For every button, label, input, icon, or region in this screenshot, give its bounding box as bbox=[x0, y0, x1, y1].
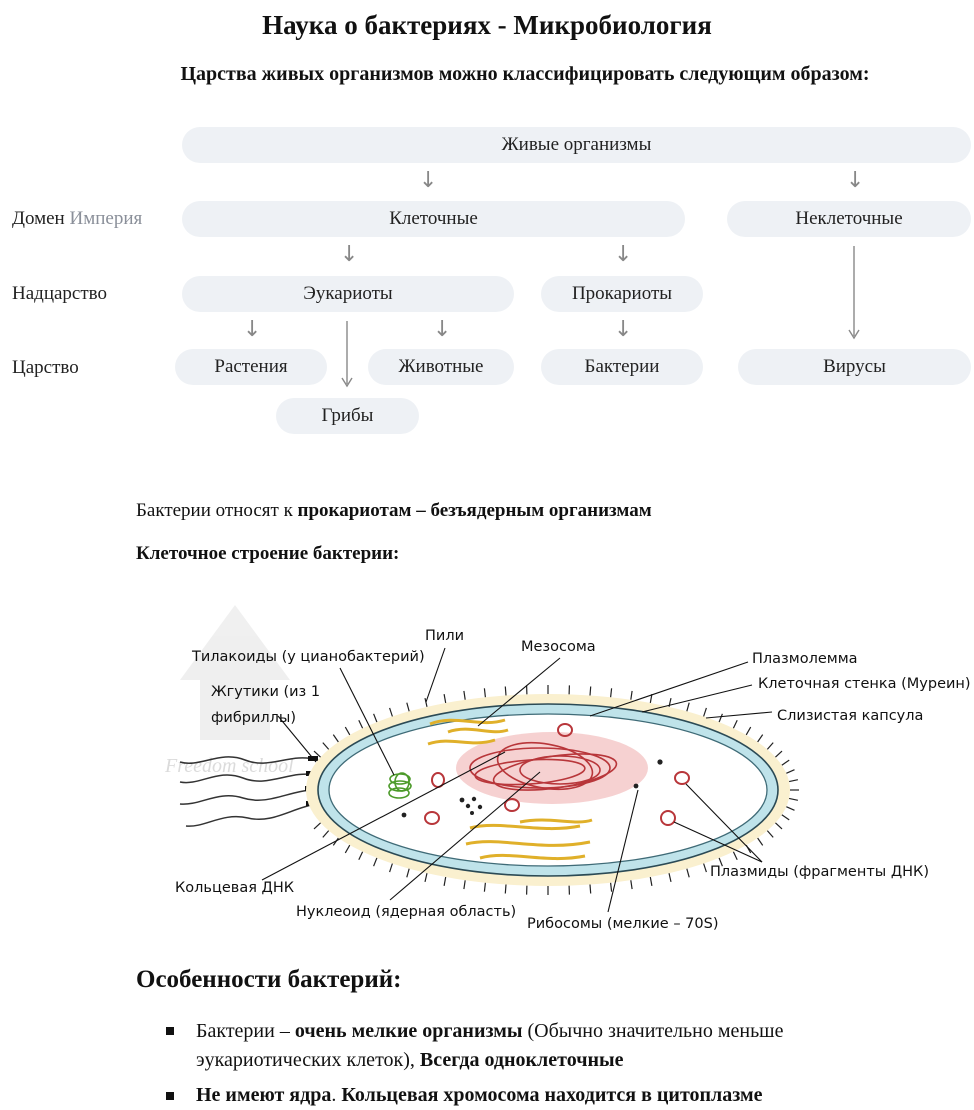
pilus bbox=[789, 798, 798, 800]
pilus bbox=[767, 743, 773, 750]
pilus bbox=[390, 864, 393, 873]
tree-long-arrows bbox=[0, 0, 974, 440]
pilus bbox=[758, 735, 763, 742]
pilus bbox=[719, 714, 722, 722]
pilus bbox=[631, 880, 632, 889]
feature-item-2: Не имеют ядра. Кольцевая хромосома наход… bbox=[196, 1081, 763, 1110]
pilus bbox=[786, 807, 794, 811]
pilus bbox=[374, 858, 377, 866]
structure-heading: Клеточное строение бактерии: bbox=[136, 543, 399, 565]
pilus bbox=[704, 864, 707, 873]
label-plasmids: Плазмиды (фрагменты ДНК) bbox=[710, 864, 929, 880]
pilus bbox=[775, 823, 782, 829]
pilus bbox=[758, 838, 763, 845]
pilus bbox=[775, 751, 782, 757]
pilus bbox=[323, 831, 329, 838]
pilus bbox=[390, 708, 393, 717]
label-pili: Пили bbox=[425, 628, 464, 644]
label-flagella-line1: Жгутики (из 1 bbox=[211, 684, 320, 700]
pilus bbox=[484, 883, 485, 892]
pilus bbox=[789, 780, 798, 782]
pilus bbox=[444, 694, 446, 703]
pilus bbox=[611, 688, 612, 697]
features-heading: Особенности бактерий: bbox=[136, 966, 401, 994]
pilus bbox=[333, 735, 338, 742]
pilus bbox=[345, 727, 350, 735]
pilus bbox=[733, 720, 737, 728]
bullet-square-icon bbox=[166, 1027, 174, 1035]
pilus bbox=[505, 885, 506, 894]
pilus bbox=[359, 852, 363, 860]
pilus bbox=[782, 815, 789, 820]
watermark-text: Freedom school bbox=[164, 755, 294, 777]
pilus bbox=[323, 743, 329, 750]
label-capsule: Слизистая капсула bbox=[777, 708, 923, 724]
pilus bbox=[631, 691, 632, 700]
pilus bbox=[505, 687, 506, 696]
pilus bbox=[733, 852, 737, 860]
pilus bbox=[484, 688, 485, 697]
pilus bbox=[687, 869, 689, 878]
pilus bbox=[746, 727, 751, 735]
pilus bbox=[767, 831, 773, 838]
feature-item-1: Бактерии – очень мелкие организмы (Обычн… bbox=[196, 1017, 783, 1075]
pilus bbox=[650, 877, 652, 886]
pilus bbox=[444, 877, 446, 886]
pilus bbox=[590, 885, 591, 894]
pilus bbox=[464, 691, 465, 700]
label-ring-dna: Кольцевая ДНК bbox=[175, 880, 295, 896]
label-mesosome: Мезосома bbox=[521, 639, 596, 655]
label-cell-wall: Клеточная стенка (Муреин) bbox=[758, 676, 971, 692]
label-ribosomes: Рибосомы (мелкие – 70S) bbox=[527, 916, 719, 932]
pilus bbox=[590, 687, 591, 696]
pilus bbox=[407, 869, 409, 878]
pilus bbox=[687, 703, 689, 712]
label-thylakoids: Тилакоиды (у цианобактерий) bbox=[191, 649, 425, 665]
pilus bbox=[611, 883, 612, 892]
pilus bbox=[704, 708, 707, 717]
pilus bbox=[464, 880, 465, 889]
pilus bbox=[314, 823, 321, 829]
pilus bbox=[782, 760, 789, 765]
label-flagella-line2: фибриллы) bbox=[211, 710, 296, 726]
bacteria-cell-diagram: Freedom school bbox=[0, 580, 974, 940]
label-nucleoid: Нуклеоид (ядерная область) bbox=[296, 904, 516, 920]
label-plasmalemma: Плазмолемма bbox=[752, 651, 858, 667]
pilus bbox=[345, 845, 350, 853]
pilus bbox=[669, 873, 671, 882]
intro-line: Бактерии относят к прокариотам – безъяде… bbox=[136, 500, 652, 522]
pilus bbox=[786, 770, 794, 774]
pilus bbox=[359, 720, 363, 728]
bullet-square-icon bbox=[166, 1092, 174, 1100]
pilus bbox=[374, 714, 377, 722]
pilus bbox=[425, 873, 427, 882]
pilus bbox=[407, 703, 409, 712]
